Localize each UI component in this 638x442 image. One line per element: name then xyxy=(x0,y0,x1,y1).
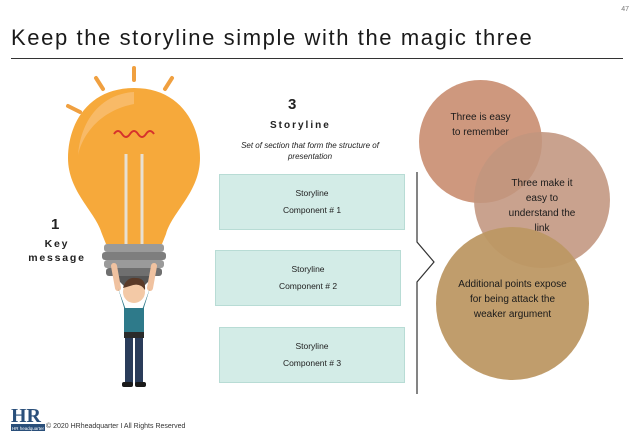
benefit-text: Additional points expose for being attac… xyxy=(436,277,589,322)
component-line2: Component # 1 xyxy=(283,202,341,219)
title-divider xyxy=(11,58,623,59)
benefit-text: Three make it easy to understand the lin… xyxy=(474,176,610,236)
component-line2: Component # 2 xyxy=(279,278,337,295)
hr-headquarter-logo: HR HR headquarter xyxy=(11,404,45,432)
logo-text: HR headquarter xyxy=(12,426,45,431)
slide-title: Keep the storyline simple with the magic… xyxy=(11,25,533,51)
brace-connector-icon xyxy=(414,172,438,394)
storyline-component-2: Storyline Component # 2 xyxy=(215,250,401,306)
copyright-text: © 2020 HRheadquarter I All Rights Reserv… xyxy=(46,423,185,430)
storyline-component-3: Storyline Component # 3 xyxy=(219,327,405,383)
storyline-component-1: Storyline Component # 1 xyxy=(219,174,405,230)
benefit-circle-3: Additional points expose for being attac… xyxy=(436,227,589,380)
component-line1: Storyline xyxy=(295,185,328,202)
key-message-number: 1 xyxy=(51,216,59,233)
component-line1: Storyline xyxy=(291,261,324,278)
svg-text:HR: HR xyxy=(11,405,42,427)
key-message-label: Key message xyxy=(22,237,92,265)
person-icon xyxy=(114,266,154,387)
page-number: 47 xyxy=(621,6,629,13)
lightbulb-person-illustration xyxy=(60,62,210,402)
storyline-title: Storyline xyxy=(270,120,331,131)
storyline-number: 3 xyxy=(288,96,296,113)
component-line1: Storyline xyxy=(295,338,328,355)
component-line2: Component # 3 xyxy=(283,355,341,372)
storyline-description: Set of section that form the structure o… xyxy=(240,140,380,162)
